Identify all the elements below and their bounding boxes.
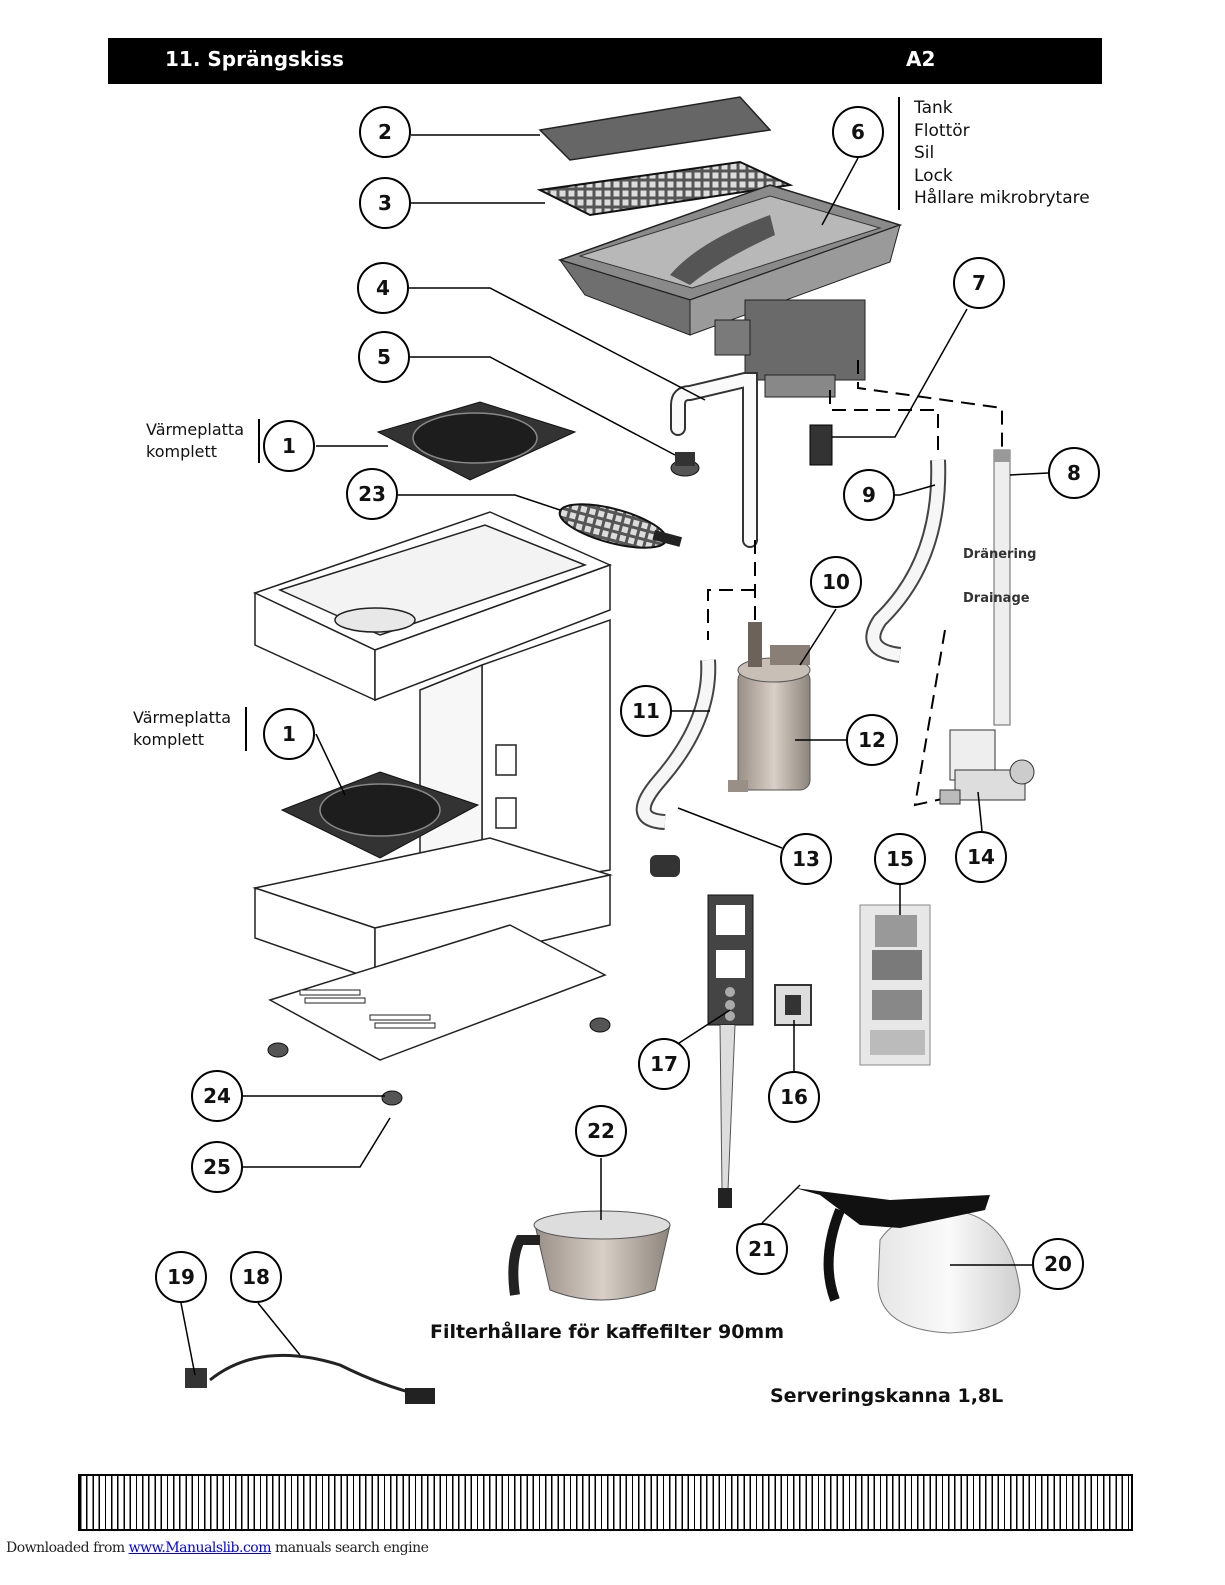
- leader-lines: [180, 134, 1049, 1376]
- callout-9: 9: [843, 469, 895, 521]
- barcode-strip: [78, 1474, 1133, 1531]
- tank-part: [557, 184, 903, 398]
- footer-suffix: manuals search engine: [274, 1540, 429, 1556]
- panel-17: [707, 894, 754, 1208]
- carafe-caption: Serveringskanna 1,8L: [770, 1385, 1004, 1407]
- callout-22: 22: [575, 1105, 627, 1157]
- callout-3: 3: [359, 177, 411, 229]
- filter-holder-22: [508, 1210, 671, 1301]
- label-line: komplett: [146, 442, 218, 461]
- callout-17: 17: [638, 1038, 690, 1090]
- callout-14: 14: [955, 831, 1007, 883]
- label-line: Värmeplatta: [133, 708, 231, 727]
- callout-21: 21: [736, 1223, 788, 1275]
- manualslib-link[interactable]: www.Manualslib.com: [128, 1540, 272, 1556]
- callout-6: 6: [832, 106, 884, 158]
- callout-2: 2: [359, 106, 411, 158]
- callout-19: 19: [155, 1251, 207, 1303]
- section-title: 11. Sprängskiss: [165, 47, 344, 71]
- callout-1-top: 1: [263, 420, 315, 472]
- sieve-part: [536, 160, 794, 217]
- machine-body: [252, 511, 613, 1061]
- valve-part: [939, 729, 1035, 805]
- control-board-part: [859, 904, 931, 1066]
- small-connector: [670, 452, 700, 477]
- callout-8: 8: [1048, 447, 1100, 499]
- heater-plate-label-top: Värmeplatta komplett: [146, 419, 260, 463]
- feet: [267, 1017, 611, 1106]
- label-line: komplett: [133, 730, 205, 749]
- callout-24: 24: [191, 1070, 243, 1122]
- footer-prefix: Downloaded from: [6, 1540, 125, 1556]
- tank-list-item: Lock: [914, 165, 953, 186]
- power-cord: [185, 1353, 435, 1404]
- callout-10: 10: [810, 556, 862, 608]
- heater-plate-top: [376, 401, 577, 481]
- callout-23: 23: [346, 468, 398, 520]
- carafe-20: [795, 1188, 1021, 1334]
- callout-7: 7: [953, 257, 1005, 309]
- tank-list-item: Sil: [914, 143, 935, 163]
- callout-11: 11: [620, 685, 672, 737]
- drain-label-en: Drainage: [963, 591, 1030, 606]
- base-vents: [299, 989, 436, 1029]
- lid-part: [538, 96, 772, 161]
- footer: Downloaded from www.Manualslib.com manua…: [6, 1540, 429, 1556]
- callout-20: 20: [1032, 1238, 1084, 1290]
- filter-holder-caption: Filterhållare för kaffefilter 90mm: [430, 1321, 785, 1343]
- callout-15: 15: [874, 833, 926, 885]
- microswitch-part: [809, 424, 833, 466]
- callout-5: 5: [358, 331, 410, 383]
- tank-list-item: Flottör: [914, 120, 970, 141]
- callout-25: 25: [191, 1141, 243, 1193]
- section-code: A2: [906, 47, 936, 71]
- boiler-part: [728, 622, 811, 792]
- drain-tube: [993, 449, 1011, 726]
- tank-list-item: Hållare mikrobrytare: [914, 188, 1090, 208]
- heater-plate-label-bottom: Värmeplatta komplett: [133, 707, 247, 751]
- callout-13: 13: [780, 833, 832, 885]
- label-line: Värmeplatta: [146, 420, 244, 439]
- drain-label-sv: Dränering: [963, 547, 1037, 562]
- clip-13: [650, 855, 680, 877]
- callout-18: 18: [230, 1251, 282, 1303]
- diffuser-23: [558, 503, 683, 549]
- callout-4: 4: [357, 262, 409, 314]
- tank-list-item: Tank: [914, 98, 953, 118]
- heater-plate-bottom: [280, 771, 480, 859]
- section-header: 11. Sprängskiss A2: [108, 38, 1102, 84]
- callout-16: 16: [768, 1071, 820, 1123]
- callout-1-bottom: 1: [263, 708, 315, 760]
- callout-12: 12: [846, 714, 898, 766]
- tank-parts-list: Tank Flottör Sil Lock Hållare mikrobryta…: [898, 97, 1090, 210]
